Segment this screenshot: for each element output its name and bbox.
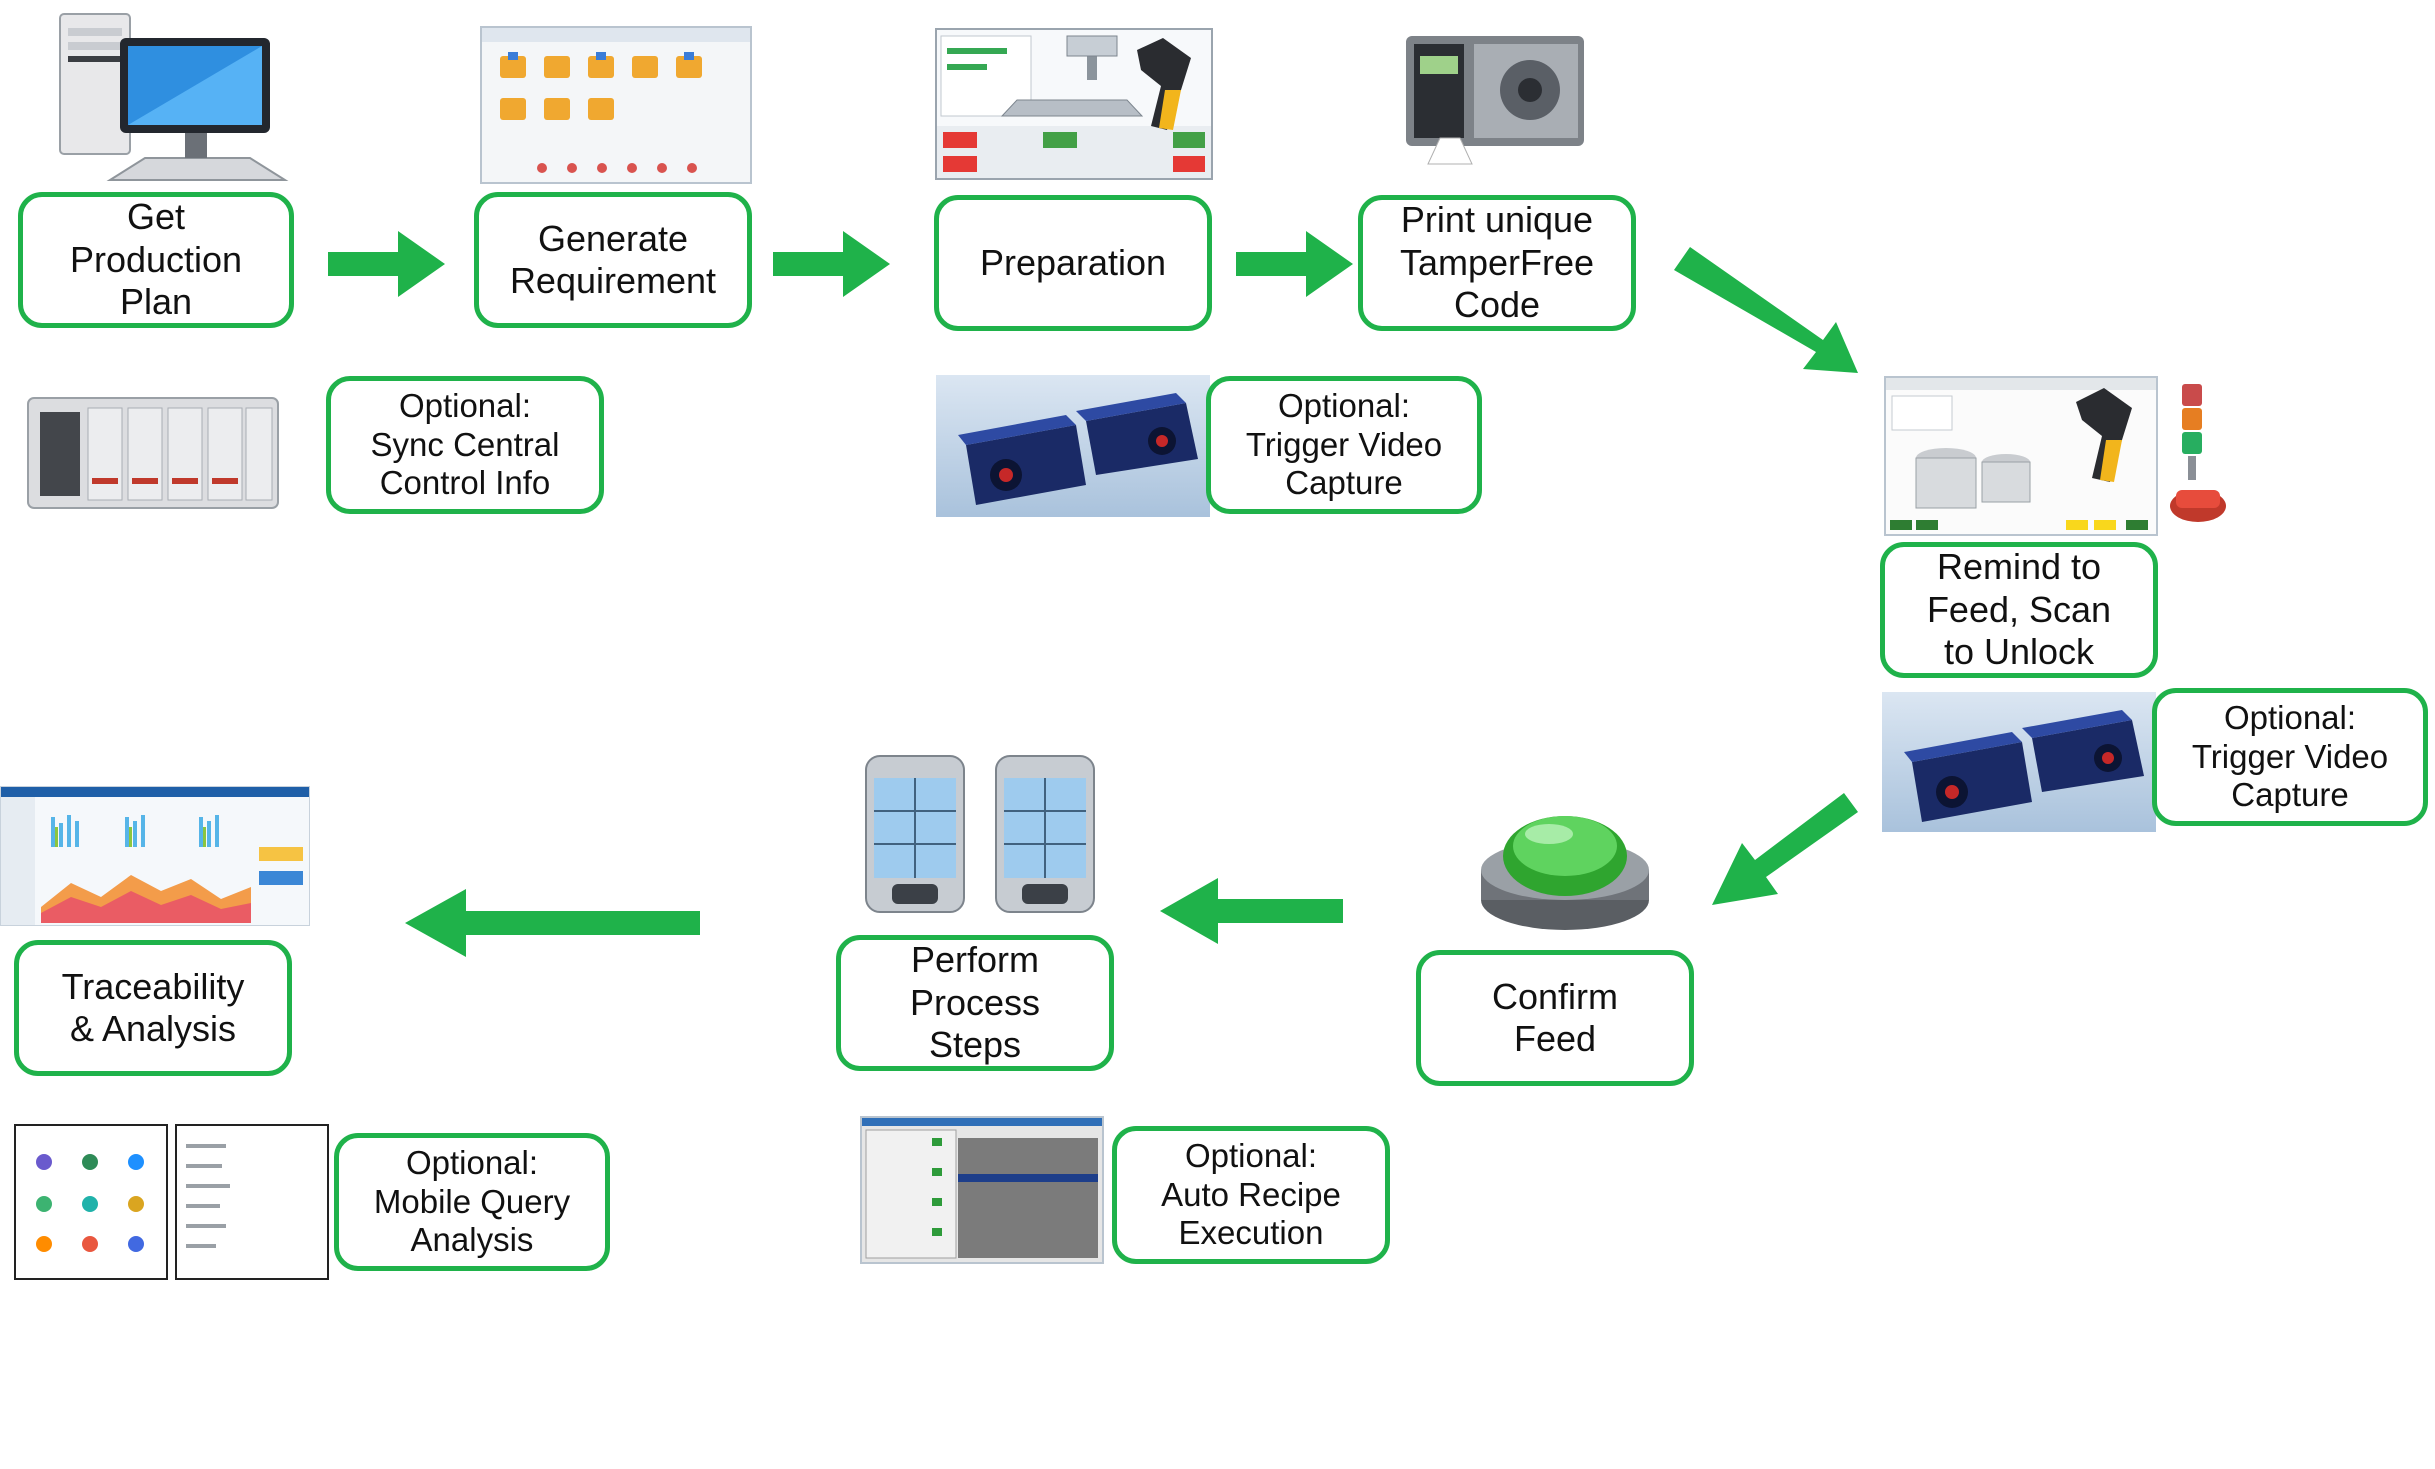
arrow-right-2 xyxy=(773,231,890,297)
option-sync-central: Optional: Sync Central Control Info xyxy=(326,376,604,514)
green-button-icon xyxy=(1465,790,1665,940)
camera-icon xyxy=(936,375,1210,517)
recipe-screen-icon xyxy=(860,1116,1104,1264)
signal-tower-icon xyxy=(2162,378,2234,534)
arrow-left-2 xyxy=(405,889,700,957)
process-tanks-icon xyxy=(862,748,1098,916)
label-printer-icon xyxy=(1400,28,1590,168)
step-confirm-feed: Confirm Feed xyxy=(1416,950,1694,1086)
tank-scanner-screen-icon xyxy=(1884,376,2158,536)
step-preparation: Preparation xyxy=(934,195,1212,331)
arrow-down-right xyxy=(1674,247,1858,373)
option-mobile-query: Optional: Mobile Query Analysis xyxy=(334,1133,610,1271)
desktop-computer-icon xyxy=(50,8,300,183)
step-generate-requirement: Generate Requirement xyxy=(474,192,752,328)
software-screen-icon xyxy=(480,26,752,184)
arrow-left-1 xyxy=(1160,878,1343,944)
step-print-code: Print unique TamperFree Code xyxy=(1358,195,1636,331)
option-video-capture-1: Optional: Trigger Video Capture xyxy=(1206,376,1482,514)
step-perform-process: Perform Process Steps xyxy=(836,935,1114,1071)
option-auto-recipe: Optional: Auto Recipe Execution xyxy=(1112,1126,1390,1264)
step-remind-feed: Remind to Feed, Scan to Unlock xyxy=(1880,542,2158,678)
arrow-right-1 xyxy=(328,231,445,297)
mobile-screens-icon xyxy=(14,1124,330,1282)
plc-controller-icon xyxy=(18,378,288,528)
step-traceability: Traceability & Analysis xyxy=(14,940,292,1076)
scale-scanner-icon xyxy=(935,28,1213,180)
step-get-production-plan: Get Production Plan xyxy=(18,192,294,328)
arrow-down-left xyxy=(1712,793,1858,905)
option-video-capture-2: Optional: Trigger Video Capture xyxy=(2152,688,2428,826)
camera-icon xyxy=(1882,692,2156,832)
arrow-right-3 xyxy=(1236,231,1353,297)
dashboard-icon xyxy=(0,786,310,926)
